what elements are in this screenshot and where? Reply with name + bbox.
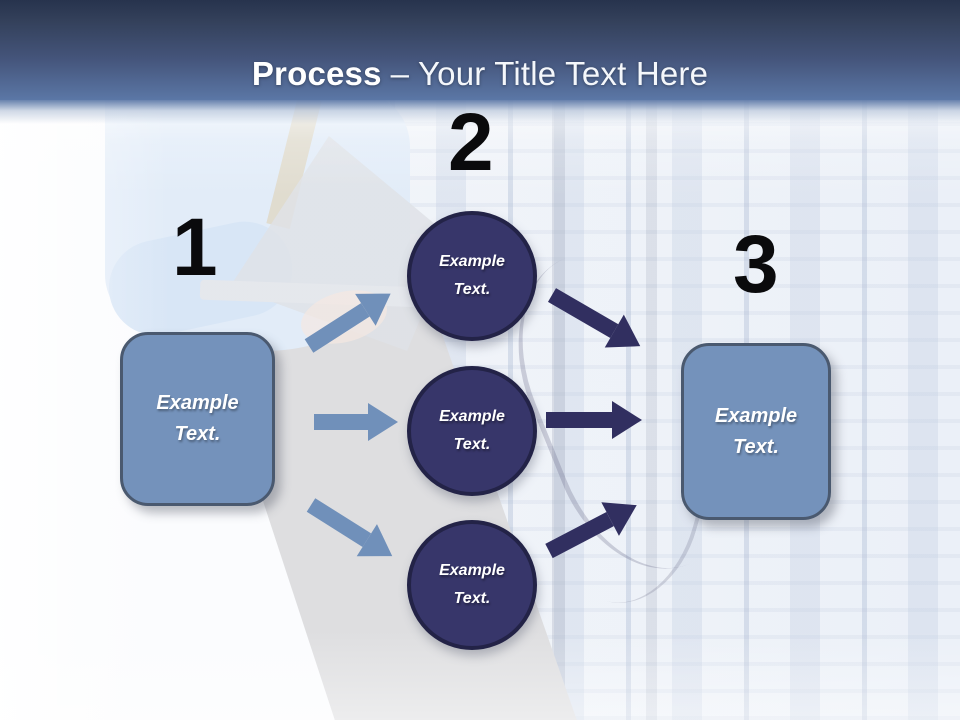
- arrow-head: [612, 401, 642, 439]
- title-remainder: – Your Title Text Here: [390, 55, 709, 92]
- arrow-box1-to-middle-circle: [314, 403, 398, 441]
- title-emphasis: Process: [251, 55, 382, 92]
- step2-circle-top-label: Example Text.: [439, 253, 505, 298]
- arrow-shaft: [314, 414, 368, 430]
- step2-circle-middle-label: Example Text.: [439, 408, 505, 453]
- step2-circle-top: Example Text.: [407, 211, 537, 341]
- step1-box: Example Text.: [120, 332, 275, 506]
- title-bar: Process– Your Title Text Here: [0, 0, 960, 100]
- step-number-1: 1: [172, 202, 218, 293]
- step3-box: Example Text.: [681, 343, 831, 520]
- step3-box-label: Example Text.: [714, 404, 798, 458]
- arrow-head: [368, 403, 398, 441]
- arrow-middle-circle-to-box3: [546, 401, 642, 439]
- step2-circle-bottom-label: Example Text.: [439, 562, 505, 607]
- step-number-3: 3: [733, 219, 779, 310]
- title-bar-fade: [0, 100, 960, 124]
- arrow-shaft: [546, 412, 612, 428]
- slide-title: Process– Your Title Text Here: [252, 57, 708, 90]
- step1-box-label: Example Text.: [156, 392, 239, 445]
- step-number-2: 2: [448, 97, 494, 188]
- step2-circle-bottom: Example Text.: [407, 520, 537, 650]
- step2-circle-middle: Example Text.: [407, 366, 537, 496]
